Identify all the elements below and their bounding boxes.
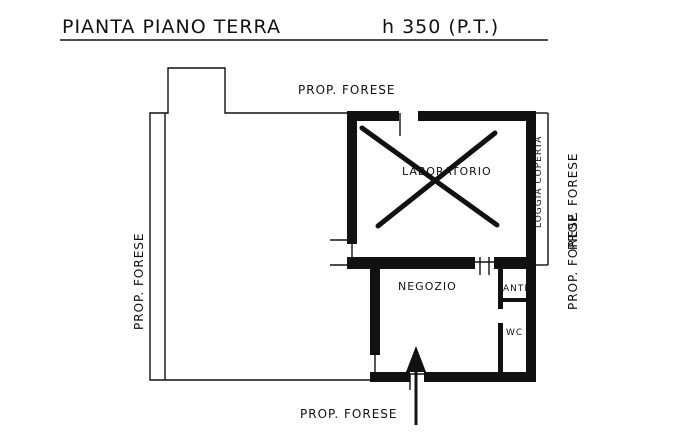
prop-label-right-2: PROP. FORESE — [566, 213, 580, 310]
laboratorio-cross — [359, 125, 500, 229]
entrance-arrow-icon — [406, 346, 426, 425]
height-label: h 350 (P.T.) — [382, 16, 499, 38]
walls — [347, 111, 536, 382]
room-label-laboratorio: LABORATORIO — [402, 165, 492, 178]
prop-label-bottom: PROP. FORESE — [300, 407, 397, 421]
room-label-anti: ANTI — [503, 284, 528, 294]
plan-title: PIANTA PIANO TERRA — [62, 16, 281, 38]
room-label-wc: WC — [506, 328, 523, 338]
openings — [351, 244, 494, 372]
prop-label-left: PROP. FORESE — [132, 233, 146, 330]
prop-label-top: PROP. FORESE — [298, 83, 395, 97]
room-label-negozio: NEGOZIO — [398, 280, 457, 293]
room-label-loggia: LOGGIA COPERTA — [534, 136, 544, 228]
prop-label-right-1: PROP. FORESE — [566, 153, 580, 250]
